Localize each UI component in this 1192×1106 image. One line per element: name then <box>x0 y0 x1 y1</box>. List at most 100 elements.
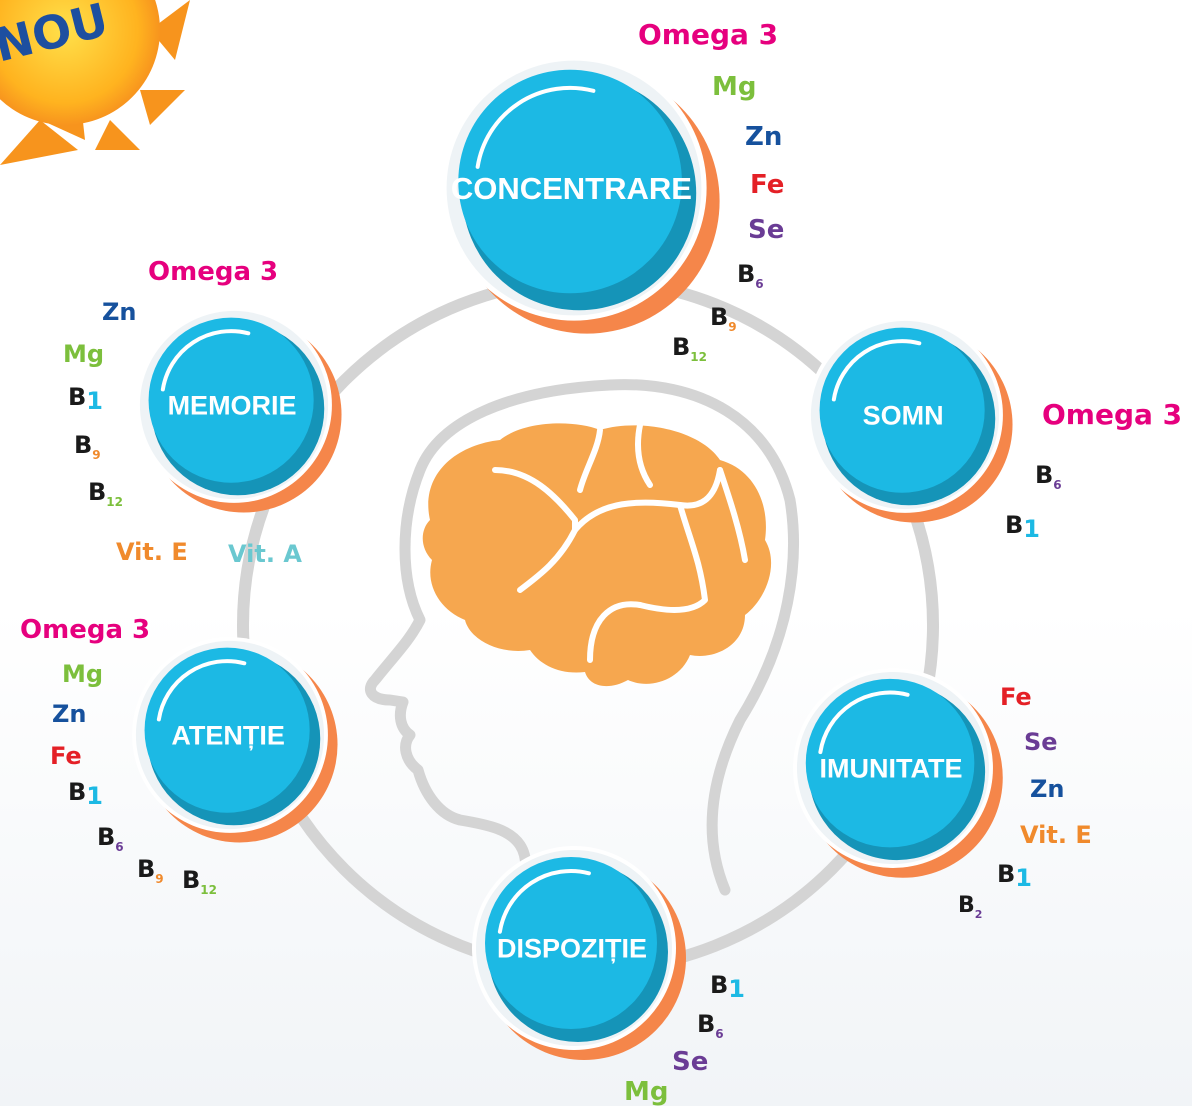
nutrient-label: Zn <box>102 298 137 326</box>
nutrient-label: B9 <box>710 303 737 334</box>
nutrient-text: Vit. A <box>228 540 302 568</box>
nutrient-label: Se <box>672 1047 708 1077</box>
nutrient-subscript: 12 <box>106 495 123 509</box>
nutrient-label: B12 <box>672 333 707 364</box>
nutrient-text: Fe <box>750 170 784 200</box>
nutrient-text: Mg <box>63 340 104 368</box>
nutrient-text: B <box>672 333 690 361</box>
nutrient-label: B6 <box>1035 461 1062 492</box>
nutrient-subscript: 1 <box>728 975 745 1003</box>
nutrient-subscript: 2 <box>975 908 983 921</box>
nutrient-text: B <box>997 860 1015 888</box>
blue-disc <box>485 857 657 1029</box>
nutrient-text: B <box>710 303 728 331</box>
nutrient-label: B1 <box>68 778 103 810</box>
nutrient-text: B <box>68 383 86 411</box>
nutrient-text: B <box>737 260 755 288</box>
nutrient-label: Omega 3 <box>638 18 778 51</box>
nutrient-text: B <box>710 971 728 999</box>
nutrient-label: Mg <box>712 72 756 102</box>
nutrient-subscript: 6 <box>715 1027 723 1041</box>
nutrient-label: B2 <box>958 893 982 921</box>
nutrient-label: Fe <box>1000 683 1032 711</box>
nutrient-label: B12 <box>182 866 217 897</box>
nutrient-label: Zn <box>52 700 87 728</box>
nutrient-subscript: 9 <box>92 448 100 462</box>
node-title: IMUNITATE <box>820 753 963 783</box>
nutrient-label: B1 <box>68 383 103 415</box>
nutrient-text: Zn <box>1030 775 1065 803</box>
nutrient-text: Se <box>1024 728 1058 756</box>
blue-disc <box>819 327 985 493</box>
nutrient-label: B12 <box>88 478 123 509</box>
nutrient-text: B <box>182 866 200 894</box>
brain-graphic <box>422 422 772 687</box>
new-badge: NOU <box>0 0 190 165</box>
nutrient-text: Zn <box>52 700 87 728</box>
nutrient-text: B <box>958 893 975 918</box>
nutrient-label: Vit. E <box>1020 821 1092 849</box>
nutrient-text: B <box>68 778 86 806</box>
highlight-arc <box>831 339 922 402</box>
nutrient-label: Vit. A <box>228 540 302 568</box>
highlight-arc <box>497 869 591 934</box>
nutrient-text: Omega 3 <box>638 18 778 51</box>
nutrient-label: Zn <box>745 122 782 152</box>
highlight-arc <box>156 659 247 722</box>
nutrient-text: Zn <box>745 122 782 152</box>
nutrient-text: B <box>74 431 92 459</box>
nutrient-label: Mg <box>624 1077 668 1106</box>
sun-disc <box>0 0 160 125</box>
nutrient-text: Mg <box>624 1077 668 1106</box>
nutrient-subscript: 12 <box>690 350 707 364</box>
nutrient-text: Se <box>748 215 784 245</box>
nutrient-label: Fe <box>50 742 82 770</box>
blue-disc <box>458 69 682 294</box>
nutrient-label: Omega 3 <box>1042 398 1182 431</box>
nutrient-label: Vit. E <box>116 538 188 566</box>
nutrient-subscript: 1 <box>86 387 103 415</box>
nutrient-label: B6 <box>737 260 764 291</box>
nutrient-label: B6 <box>97 823 124 854</box>
nutrient-label: Fe <box>750 170 784 200</box>
nutrient-text: B <box>1005 511 1023 539</box>
nutrient-subscript: 12 <box>200 883 217 897</box>
nutrient-text: Omega 3 <box>20 615 150 645</box>
nutrient-subscript: 6 <box>755 277 763 291</box>
head-outline <box>365 379 799 911</box>
nutrient-label: Se <box>748 215 784 245</box>
nutrient-label: Zn <box>1030 775 1065 803</box>
nutrient-label: Omega 3 <box>148 257 278 287</box>
highlight-arc <box>818 690 910 755</box>
nutrient-label: B1 <box>710 971 745 1003</box>
nutrient-subscript: 9 <box>155 872 163 886</box>
nutrient-subscript: 1 <box>1015 864 1032 892</box>
nutrient-text: Mg <box>62 660 103 688</box>
nutrient-label: Mg <box>62 660 103 688</box>
nutrient-text: Vit. E <box>116 538 188 566</box>
nutrient-text: Se <box>672 1047 708 1077</box>
node-title: ATENȚIE <box>171 720 285 750</box>
nutrient-text: Omega 3 <box>1042 398 1182 431</box>
nutrient-label: B1 <box>1005 511 1040 543</box>
blue-disc <box>144 647 310 813</box>
nutrient-label: B9 <box>74 431 101 462</box>
nutrient-label: Mg <box>63 340 104 368</box>
nutrient-label: B9 <box>137 855 164 886</box>
highlight-arc <box>475 85 596 169</box>
nutrient-label: Omega 3 <box>20 615 150 645</box>
node-title: DISPOZIȚIE <box>497 933 647 963</box>
nutrient-subscript: 6 <box>115 840 123 854</box>
nutrient-text: B <box>137 855 155 883</box>
nutrient-subscript: 6 <box>1053 478 1061 492</box>
nutrient-text: Omega 3 <box>148 257 278 287</box>
nutrient-text: B <box>97 823 115 851</box>
node-title: MEMORIE <box>168 390 297 420</box>
